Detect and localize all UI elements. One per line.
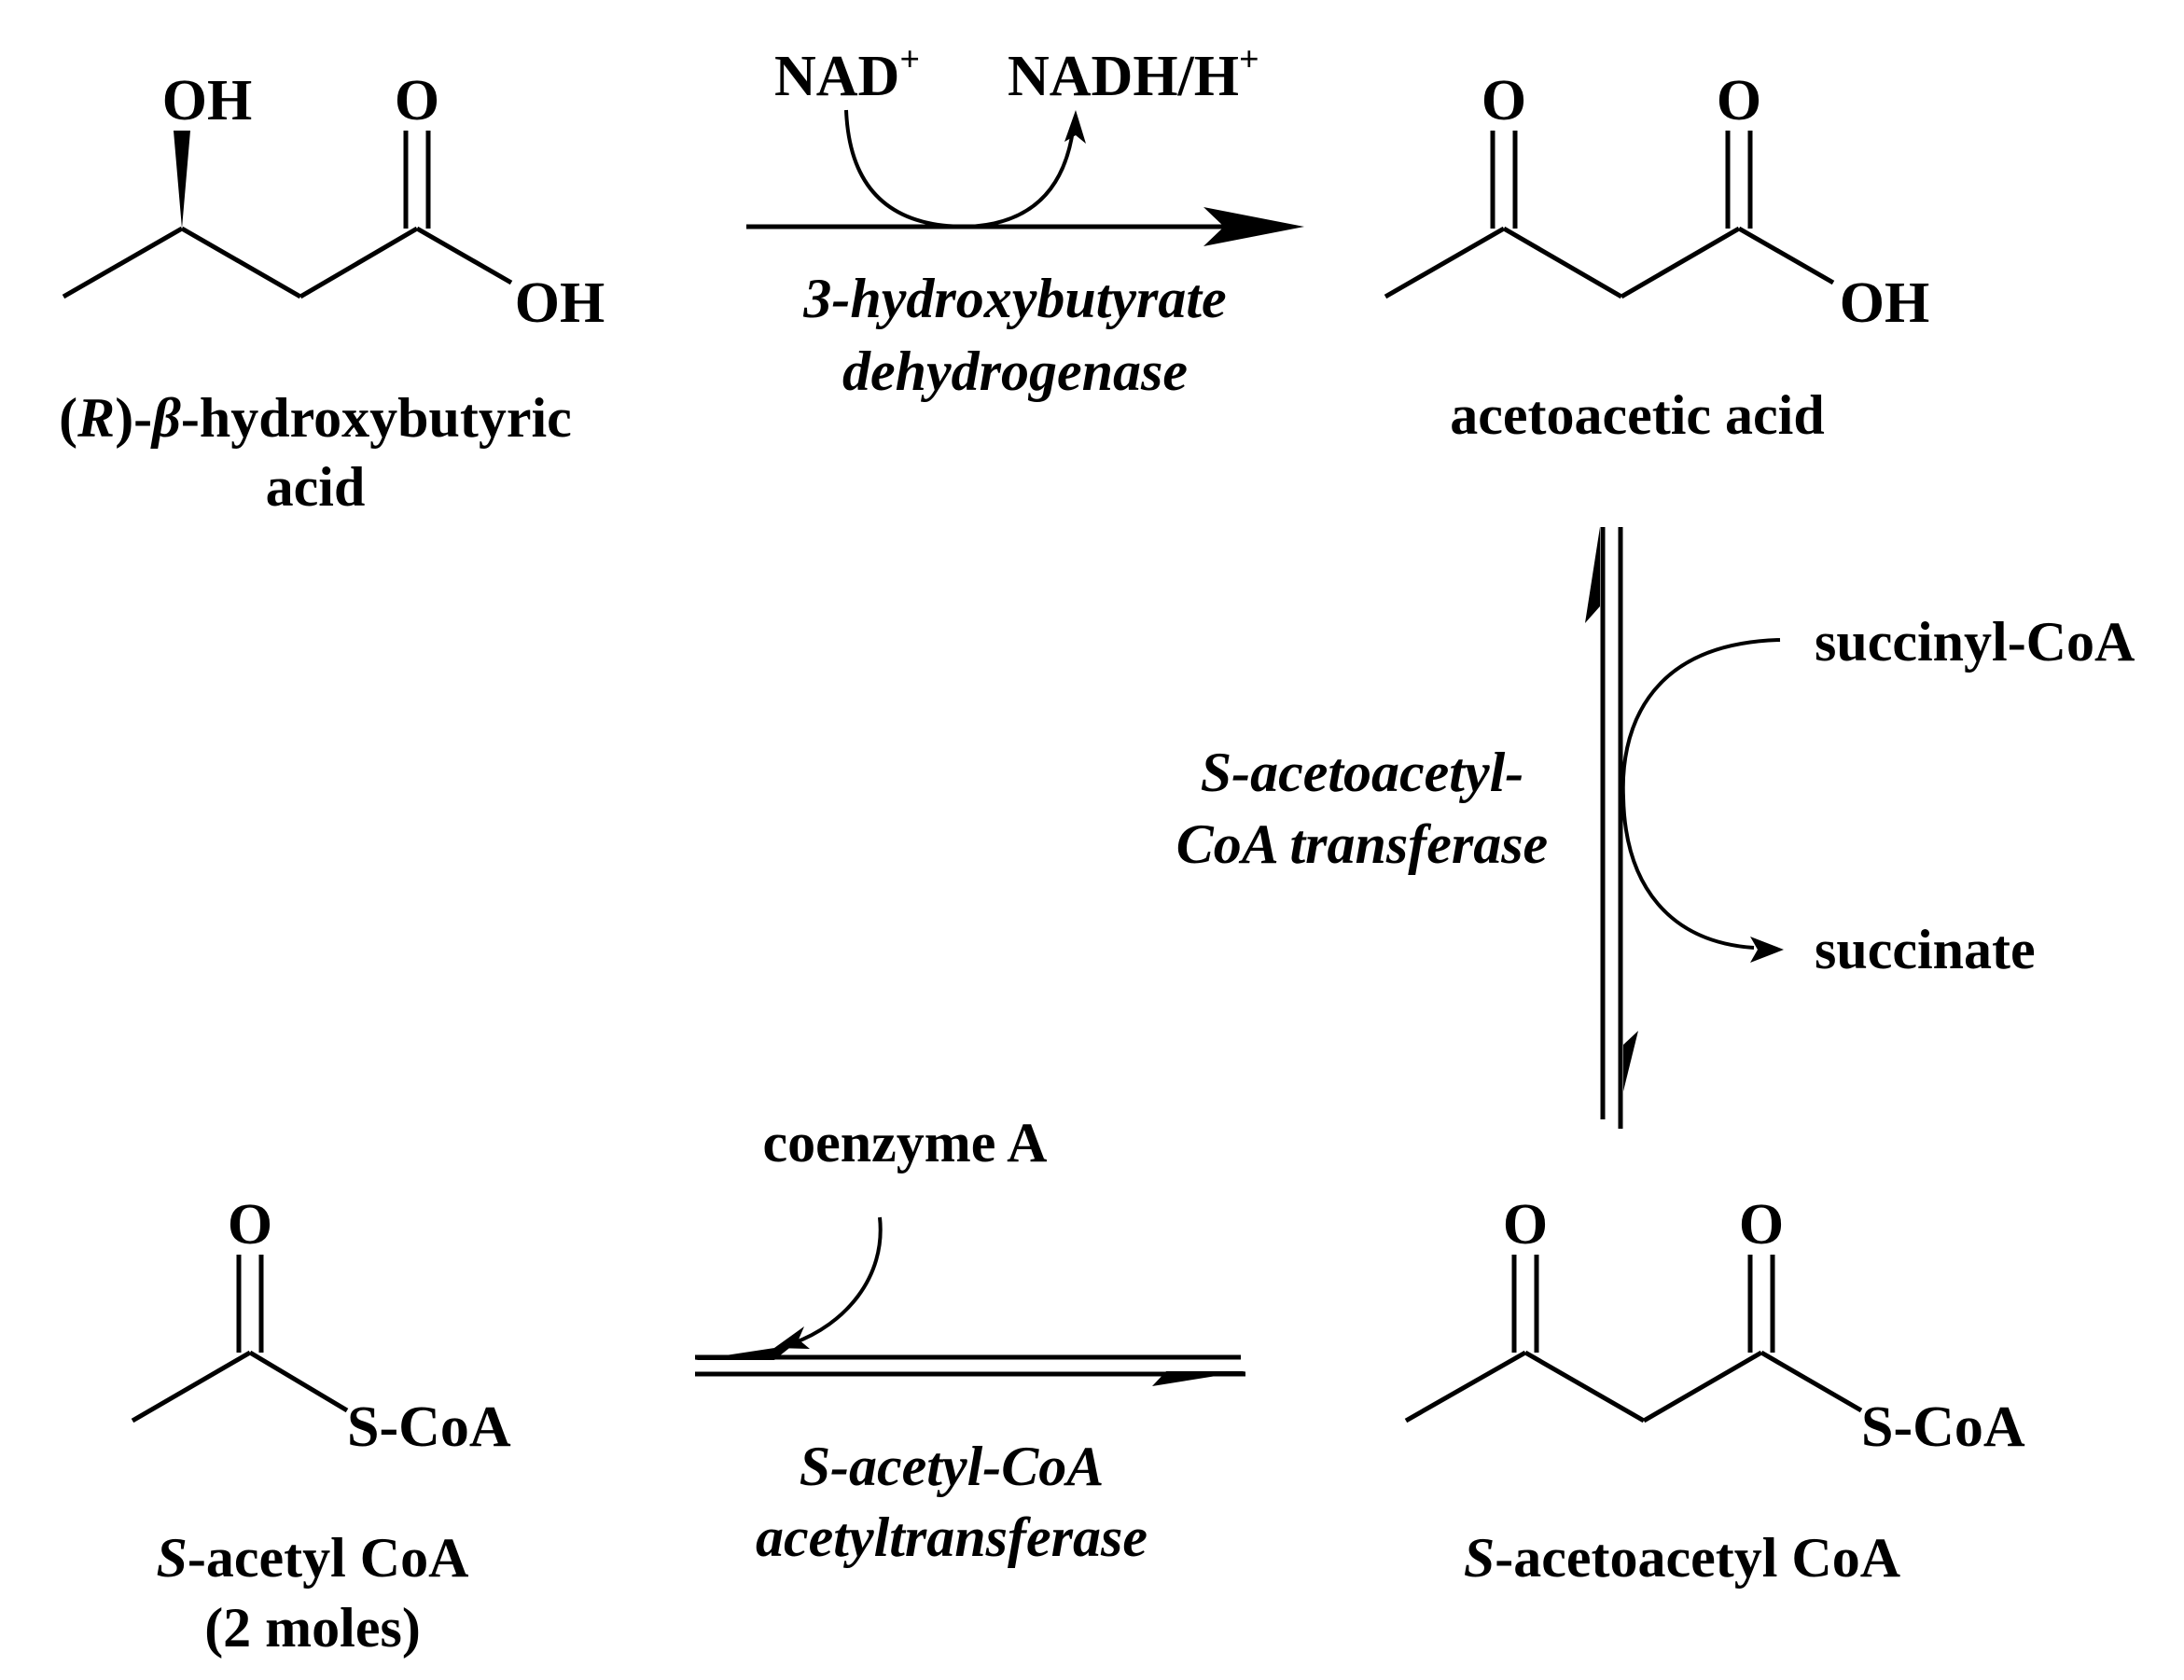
step3-enzyme-line1: S-acetyl-CoA bbox=[800, 1436, 1105, 1497]
aa-bond-c-oh bbox=[1737, 226, 1835, 285]
succinate-label: succinate bbox=[1815, 919, 2036, 980]
acetyl-coa-name: S-acetyl CoA bbox=[157, 1527, 469, 1589]
aa-o-right-label: O bbox=[1717, 69, 1761, 132]
aa-bond-c2c3 bbox=[1502, 226, 1623, 299]
step2-up-arrowhead bbox=[1585, 527, 1600, 623]
step3-cosubstrate-curve bbox=[792, 1216, 883, 1345]
step2-cosubstrate-curve bbox=[1621, 638, 1781, 950]
acetyl-coa-name-line2: (2 moles) bbox=[204, 1597, 421, 1659]
step3-cosubstrate-arrowhead bbox=[774, 1326, 810, 1349]
step3-equilibrium-arrows bbox=[695, 1216, 1245, 1386]
aacoa-bond-c2c3 bbox=[1523, 1350, 1646, 1423]
acetoacetic-name: acetoacetic acid bbox=[1450, 384, 1824, 446]
step1-enzyme-line1: 3-hydroxybutyrate bbox=[802, 268, 1226, 329]
aacoa-o-right-label: O bbox=[1739, 1193, 1784, 1257]
bhb-wedge-bond bbox=[174, 131, 190, 229]
nad-label: NAD+ bbox=[774, 40, 920, 108]
acoa-bond-c-s bbox=[248, 1350, 349, 1413]
bhb-name: (R)-β-hydroxybutyric bbox=[59, 387, 572, 449]
bhb-bond-c2c3 bbox=[180, 226, 302, 299]
step2-enzyme-line2: CoA transferase bbox=[1176, 813, 1548, 875]
acetoacetic-structure: O O OH bbox=[1384, 69, 1929, 335]
aa-bond-c3c4 bbox=[1620, 226, 1741, 299]
aa-o-left-label: O bbox=[1482, 69, 1526, 132]
step3-right-arrowhead bbox=[1152, 1371, 1245, 1386]
acetoacetyl-coa-name: S-acetoacetyl CoA bbox=[1464, 1527, 1900, 1589]
acoa-scoa-label: S-CoA bbox=[347, 1395, 511, 1459]
bhb-bond-c3c4 bbox=[299, 226, 419, 299]
step1-arrowhead bbox=[1203, 207, 1304, 246]
bhb-bond-methyl bbox=[62, 226, 184, 299]
bhb-bond-c-oh bbox=[415, 226, 513, 285]
bhb-name-line2: acid bbox=[266, 456, 366, 518]
step3-left-arrowhead bbox=[695, 1345, 793, 1360]
step3-enzyme-line2: acetyltransferase bbox=[756, 1506, 1148, 1568]
bhb-structure: OH O OH bbox=[62, 69, 605, 335]
step1-arrow bbox=[746, 109, 1304, 246]
bhb-o-label: O bbox=[395, 69, 439, 132]
bhb-oh-right-label: OH bbox=[515, 271, 605, 335]
acoa-bond-methyl bbox=[131, 1350, 252, 1423]
step2-enzyme-line1: S-acetoacetyl- bbox=[1201, 742, 1524, 803]
aacoa-bond-c-s bbox=[1760, 1350, 1863, 1413]
coenzyme-a-label: coenzyme A bbox=[763, 1112, 1048, 1173]
step2-down-arrowhead bbox=[1623, 1031, 1638, 1091]
aa-bond-methyl bbox=[1384, 226, 1506, 299]
aa-oh-label: OH bbox=[1840, 271, 1929, 335]
bhb-oh-top-label: OH bbox=[162, 69, 252, 132]
acetyl-coa-structure: O S-CoA bbox=[131, 1193, 511, 1459]
acetoacetyl-coa-structure: O O S-CoA bbox=[1404, 1193, 2025, 1459]
step1-cofactor-arrowhead bbox=[1064, 110, 1086, 144]
step2-equilibrium-arrows bbox=[1585, 527, 1784, 1129]
step1-cofactor-curve bbox=[844, 109, 1075, 229]
acoa-o-label: O bbox=[228, 1193, 272, 1257]
nadh-label: NADH/H+ bbox=[1008, 40, 1259, 108]
succinyl-coa-label: succinyl-CoA bbox=[1815, 611, 2135, 673]
aacoa-bond-methyl bbox=[1404, 1350, 1527, 1423]
aacoa-bond-c3c4 bbox=[1642, 1350, 1763, 1423]
step2-coproduct-arrowhead bbox=[1750, 937, 1784, 963]
aacoa-scoa-label: S-CoA bbox=[1861, 1395, 2025, 1459]
step1-enzyme-line2: dehydrogenase bbox=[842, 340, 1188, 402]
aacoa-o-left-label: O bbox=[1503, 1193, 1548, 1257]
